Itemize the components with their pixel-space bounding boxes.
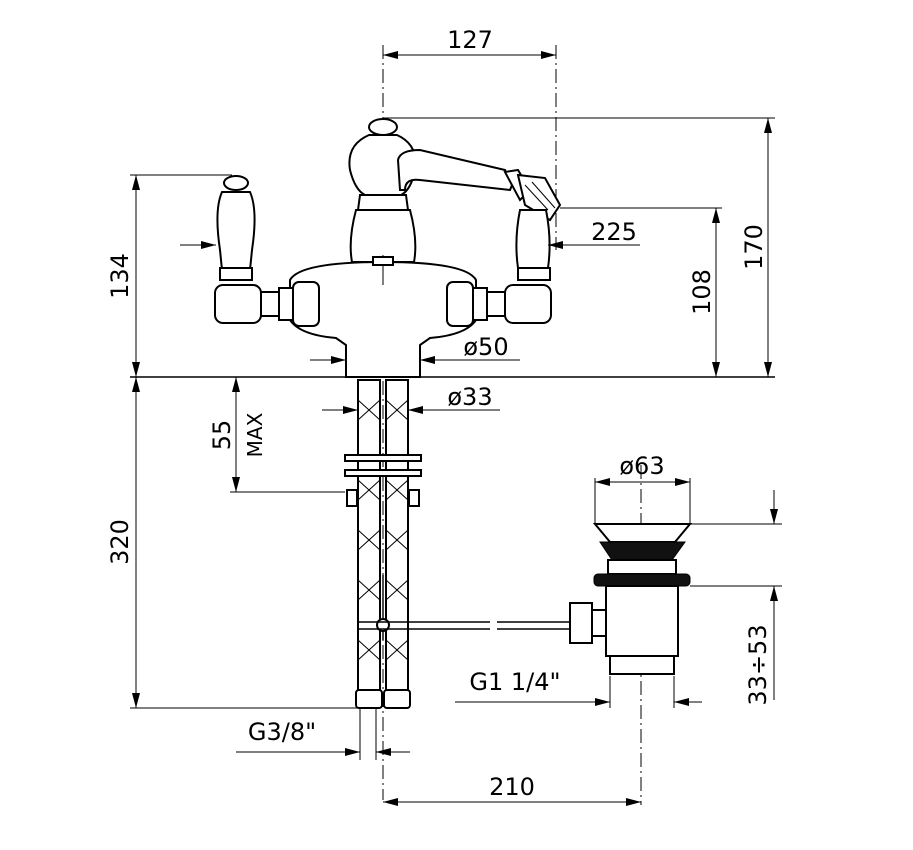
mixer-body [289,118,562,378]
dim-134-label: 134 [106,253,134,299]
dim-134: 134 [106,174,232,377]
dim-127: 127 [383,26,556,59]
dim-210-label: 210 [489,773,535,801]
dim-170-label: 170 [740,224,768,270]
dim-108: 108 [560,207,722,377]
dim-phi63-label: ø63 [619,452,664,480]
dim-33-53: 33÷53 [690,490,782,706]
dim-g3-8: G3/8" [236,708,410,760]
dim-225-label: 225 [591,218,637,246]
dim-225: 225 [548,218,640,249]
dim-phi50-label: ø50 [463,333,508,361]
dim-210: 210 [383,773,641,806]
dim-g1-1-4: G1 1/4" [455,668,702,708]
dim-320-label: 320 [106,519,134,565]
dim-55-label: 55 [208,420,236,451]
dim-g3-8-label: G3/8" [248,718,316,746]
spout-aerator [503,168,562,222]
dim-320: 320 [106,377,360,709]
dim-108-label: 108 [688,269,716,315]
dim-phi33-label: ø33 [447,383,492,411]
dim-170: 170 [383,117,775,377]
pop-up-waste [569,523,693,675]
dim-55-max: 55 MAX [208,377,345,493]
dim-phi63: ø63 [594,452,691,524]
dim-phi33: ø33 [322,383,500,414]
hoses [344,379,570,709]
right-handle [446,209,552,327]
dim-127-label: 127 [447,26,493,54]
dim-max-label: MAX [243,412,267,457]
left-handle [214,175,320,327]
dim-phi50: ø50 [310,333,520,364]
dim-g1-label: G1 1/4" [469,668,560,696]
dim-33-53-label: 33÷53 [744,624,772,705]
